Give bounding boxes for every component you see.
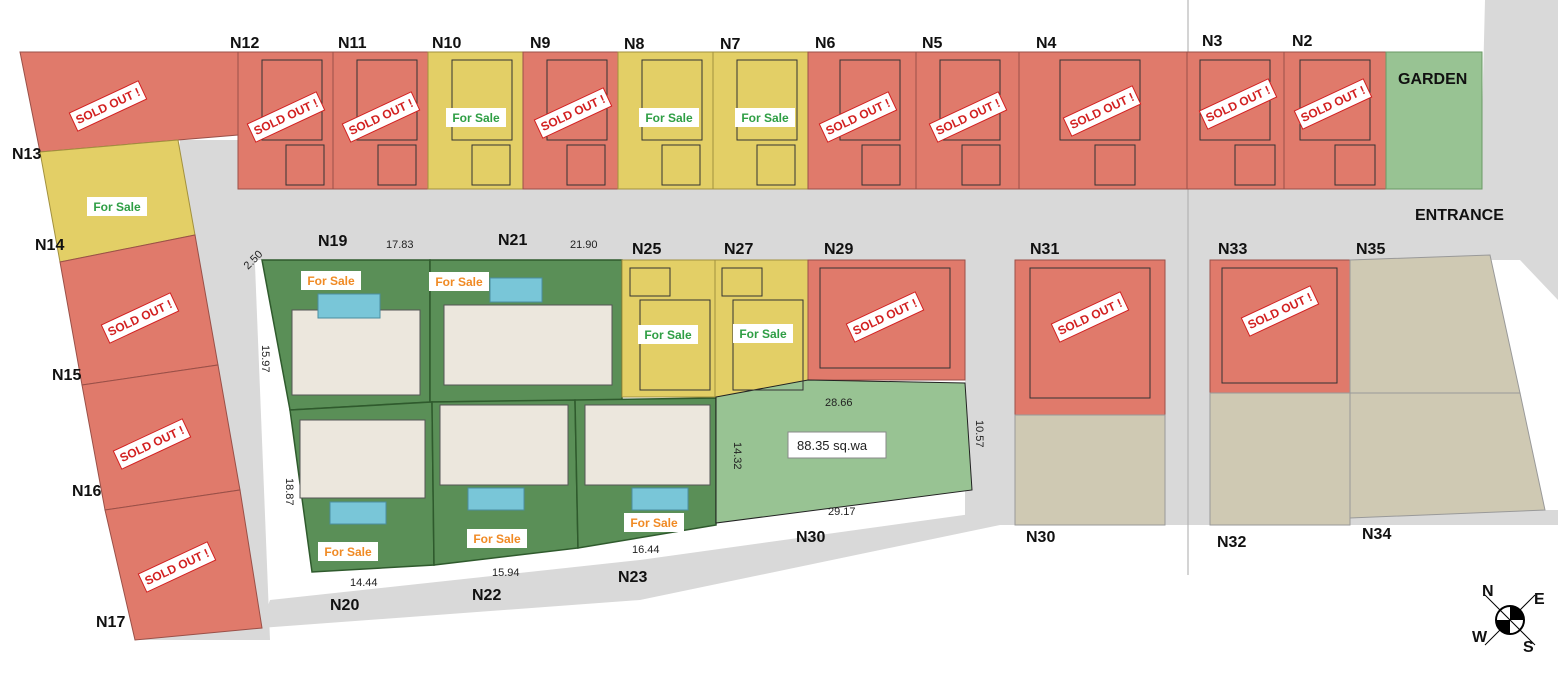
label-N15: N15	[52, 367, 81, 384]
label-N16: N16	[72, 483, 101, 500]
for-sale-tag-N25: For Sale	[638, 325, 698, 344]
house-N22	[439, 404, 569, 486]
label-N2: N2	[1292, 33, 1313, 50]
label-N4: N4	[1036, 35, 1057, 52]
compass-n: N	[1482, 583, 1494, 600]
compass-s: S	[1523, 639, 1534, 656]
dim-10.57: 10.57	[973, 420, 985, 448]
label-N30: N30	[796, 529, 825, 546]
dim-21.90: 21.90	[570, 239, 598, 251]
label-N23: N23	[618, 569, 647, 586]
label-N32: N32	[1217, 534, 1246, 551]
for-sale-tag-text: For Sale	[645, 111, 693, 125]
plot-N30[interactable]	[1014, 414, 1166, 526]
area-box	[787, 431, 887, 459]
entrance-label: ENTRANCE	[1415, 207, 1504, 224]
label-N27: N27	[724, 241, 753, 258]
for-sale-tag-N10: For Sale	[446, 108, 506, 127]
area-label: 88.35 sq.wa	[797, 438, 868, 453]
garden-label: GARDEN	[1398, 71, 1467, 88]
compass-e: E	[1534, 591, 1545, 608]
house-floorplans	[261, 59, 1376, 399]
dim-28.66: 28.66	[825, 397, 853, 409]
label-N34: N34	[1362, 526, 1391, 543]
pool-villa-plots	[261, 259, 717, 573]
house-N20	[299, 419, 426, 499]
label-N3: N3	[1202, 33, 1223, 50]
label-N35: N35	[1356, 241, 1385, 258]
for-sale-tag-N21: For Sale	[429, 272, 489, 291]
for-sale-tag-text: For Sale	[307, 274, 355, 288]
house-N21	[443, 304, 613, 386]
for-sale-tag-text: For Sale	[739, 327, 787, 341]
pool-N22	[467, 487, 525, 511]
for-sale-tag-text: For Sale	[644, 328, 692, 342]
plot-number-labels: N12 N11 N10 N9 N8 N7 N6 N5 N4 N3 N2 N13 …	[12, 33, 1391, 631]
label-N17: N17	[96, 614, 125, 631]
dim-29.17: 29.17	[828, 506, 856, 518]
dim-17.83: 17.83	[386, 239, 414, 251]
for-sale-tag-N27: For Sale	[733, 324, 793, 343]
for-sale-tag-N23: For Sale	[624, 513, 684, 532]
label-N12: N12	[230, 35, 259, 52]
plot-N34[interactable]	[1349, 392, 1546, 519]
label-N14: N14	[35, 237, 64, 254]
for-sale-tag-text: For Sale	[435, 275, 483, 289]
label-N22: N22	[472, 587, 501, 604]
dim-14.44: 14.44	[350, 577, 378, 589]
for-sale-tag-N7: For Sale	[735, 108, 795, 127]
label-N11: N11	[338, 35, 367, 52]
for-sale-tag-text: For Sale	[452, 111, 500, 125]
for-sale-tag-N8: For Sale	[639, 108, 699, 127]
label-N25: N25	[632, 241, 661, 258]
dim-16.44: 16.44	[632, 544, 660, 556]
label-N7: N7	[720, 36, 741, 53]
label-N33: N33	[1218, 241, 1247, 258]
compass-w: W	[1472, 629, 1488, 646]
garden-area	[1385, 51, 1483, 190]
for-sale-tag-text: For Sale	[630, 516, 678, 530]
label-N10: N10	[432, 35, 461, 52]
pool-N19	[317, 293, 381, 319]
pool-N21	[489, 277, 543, 303]
dim-14.32: 14.32	[731, 442, 743, 470]
label-N8: N8	[624, 36, 645, 53]
plot-N33[interactable]	[1209, 259, 1351, 394]
for-sale-tag-N14: For Sale	[87, 197, 147, 216]
label-N31: N31	[1030, 241, 1059, 258]
label-N29: N29	[824, 241, 853, 258]
pool-N23	[631, 487, 689, 511]
plot-N35[interactable]	[1349, 254, 1521, 394]
dim-15.94: 15.94	[492, 567, 520, 579]
plot-N31[interactable]	[1014, 259, 1166, 416]
plot-N32[interactable]	[1209, 392, 1351, 526]
label-N13: N13	[12, 146, 41, 163]
for-sale-tag-N22: For Sale	[467, 529, 527, 548]
house-N23	[584, 404, 711, 486]
for-sale-tag-text: For Sale	[741, 111, 789, 125]
for-sale-tag-text: For Sale	[324, 545, 372, 559]
label-N20: N20	[330, 597, 359, 614]
for-sale-tag-N20: For Sale	[318, 542, 378, 561]
house-N19	[291, 309, 421, 396]
label-N9: N9	[530, 35, 551, 52]
label-N21: N21	[498, 232, 527, 249]
label-N6: N6	[815, 35, 836, 52]
for-sale-tag-text: For Sale	[93, 200, 141, 214]
for-sale-tag-text: For Sale	[473, 532, 521, 546]
for-sale-tag-N19: For Sale	[301, 271, 361, 290]
dim-15.97: 15.97	[259, 345, 271, 373]
label-N19: N19	[318, 233, 347, 250]
label-N5: N5	[922, 35, 943, 52]
dim-18.87: 18.87	[283, 478, 295, 506]
compass-rose: N E S W	[1472, 583, 1545, 656]
pool-N20	[329, 501, 387, 525]
label-N30-small: N30	[1026, 529, 1055, 546]
